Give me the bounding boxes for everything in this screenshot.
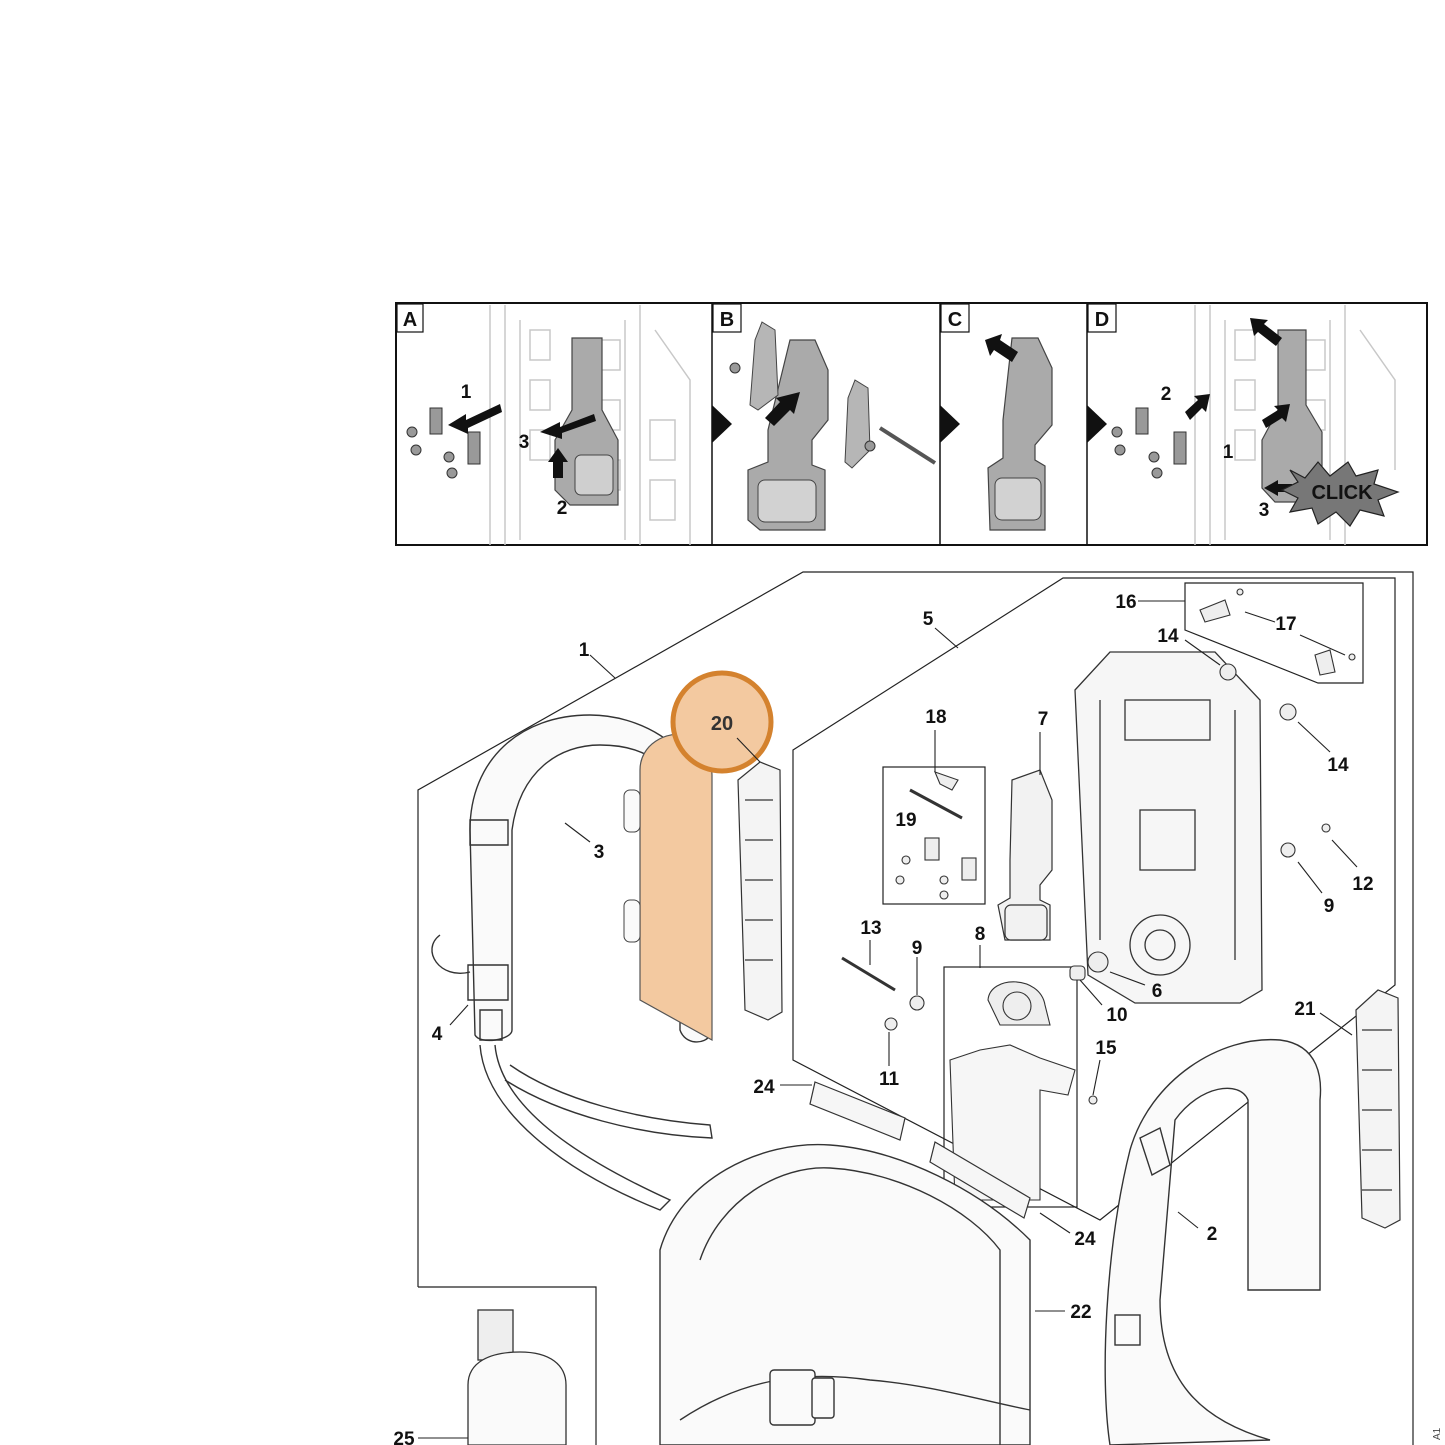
step-arrow-icon [940,405,960,443]
part-label-11: 11 [879,1069,900,1090]
svg-text:D: D [1095,309,1109,331]
frame-rail-right [1355,989,1401,1229]
part-labels: 1 5 16 17 14 14 7 18 19 3 12 9 13 9 8 6 … [393,592,1373,1445]
part-label-6: 6 [1152,981,1163,1002]
part-label-4: 4 [432,1024,443,1045]
part-label-24a: 24 [753,1077,775,1098]
part-label-5: 5 [923,609,934,630]
panel-d-step-1: 1 [1223,442,1234,463]
part-label-16: 16 [1115,592,1136,613]
panel-a-step-1: 1 [461,382,472,403]
part-label-18: 18 [925,707,946,728]
panel-d-arrows [1185,318,1292,496]
svg-text:B: B [720,309,734,331]
part-label-12: 12 [1352,874,1373,895]
latch-hook [997,769,1053,941]
panel-b-latch-left [749,321,779,411]
panel-d-frame-drawing [1194,305,1396,545]
part-label-19: 19 [895,810,916,831]
step-arrow-icon [1087,405,1107,443]
part-label-14a: 14 [1157,626,1179,647]
part-label-2: 2 [1207,1224,1218,1245]
part-label-24b: 24 [1074,1229,1096,1250]
leader-lines [418,600,1358,1439]
panel-b-arrow [765,392,800,426]
part-label-15: 15 [1095,1038,1117,1059]
panel-a-step-2: 2 [557,498,568,519]
panel-a-screws [406,407,481,479]
part-label-8: 8 [975,924,986,945]
part-label-9b: 9 [1324,896,1335,917]
belt-pouch [467,1309,567,1445]
svg-text:C: C [948,309,962,331]
part-label-22: 22 [1070,1302,1091,1323]
panel-b-screw [729,362,741,374]
callout-20[interactable]: 20 [670,670,774,774]
panel-b-latch-right [844,379,871,469]
click-burst: CLICK [1280,461,1400,527]
panel-c-hook-pad [994,477,1042,521]
panel-d-screws [1111,407,1187,479]
click-label: CLICK [1311,482,1373,504]
panel-a-step-3: 3 [519,432,530,453]
sternum-straps [809,1081,1031,1219]
panel-c-arrow [985,334,1018,362]
instruction-strip: A B C D [395,302,1428,546]
panel-b-screw [864,440,876,452]
svg-text:A: A [403,309,417,331]
part-label-25: 25 [393,1429,415,1445]
shoulder-strap-right [1104,1038,1322,1445]
callout-20-label: 20 [711,713,733,735]
part-label-17: 17 [1275,614,1296,635]
hip-belt [659,1143,1031,1445]
part-label-7: 7 [1038,709,1049,730]
panel-a-hook-pad [574,454,614,496]
backplate [1074,651,1263,1004]
part-label-1: 1 [579,640,590,661]
panel-b-tag: B [712,303,742,333]
panel-d-step-3: 3 [1259,500,1270,521]
part-label-13: 13 [860,918,881,939]
panel-d-tag: D [1087,303,1117,333]
panel-d-step-2: 2 [1161,384,1172,405]
panel-a-tag: A [396,303,424,333]
part-label-21: 21 [1294,999,1316,1020]
panel-a-arrows [448,404,596,478]
part-label-10: 10 [1106,1005,1127,1026]
panel-c-tag: C [940,303,970,333]
back-pad-highlighted[interactable] [623,733,713,1042]
panel-b-hook-pad [757,479,817,523]
part-label-3: 3 [594,842,605,863]
frame-rail-left [737,761,783,1021]
corner-code: A1 [1432,1427,1443,1440]
step-arrow-icon [712,405,732,443]
small-parts [841,588,1356,1201]
part-label-9a: 9 [912,938,923,959]
panel-b-pin [878,426,937,465]
part-label-14b: 14 [1327,755,1349,776]
panel-a-frame-drawing [489,305,691,545]
